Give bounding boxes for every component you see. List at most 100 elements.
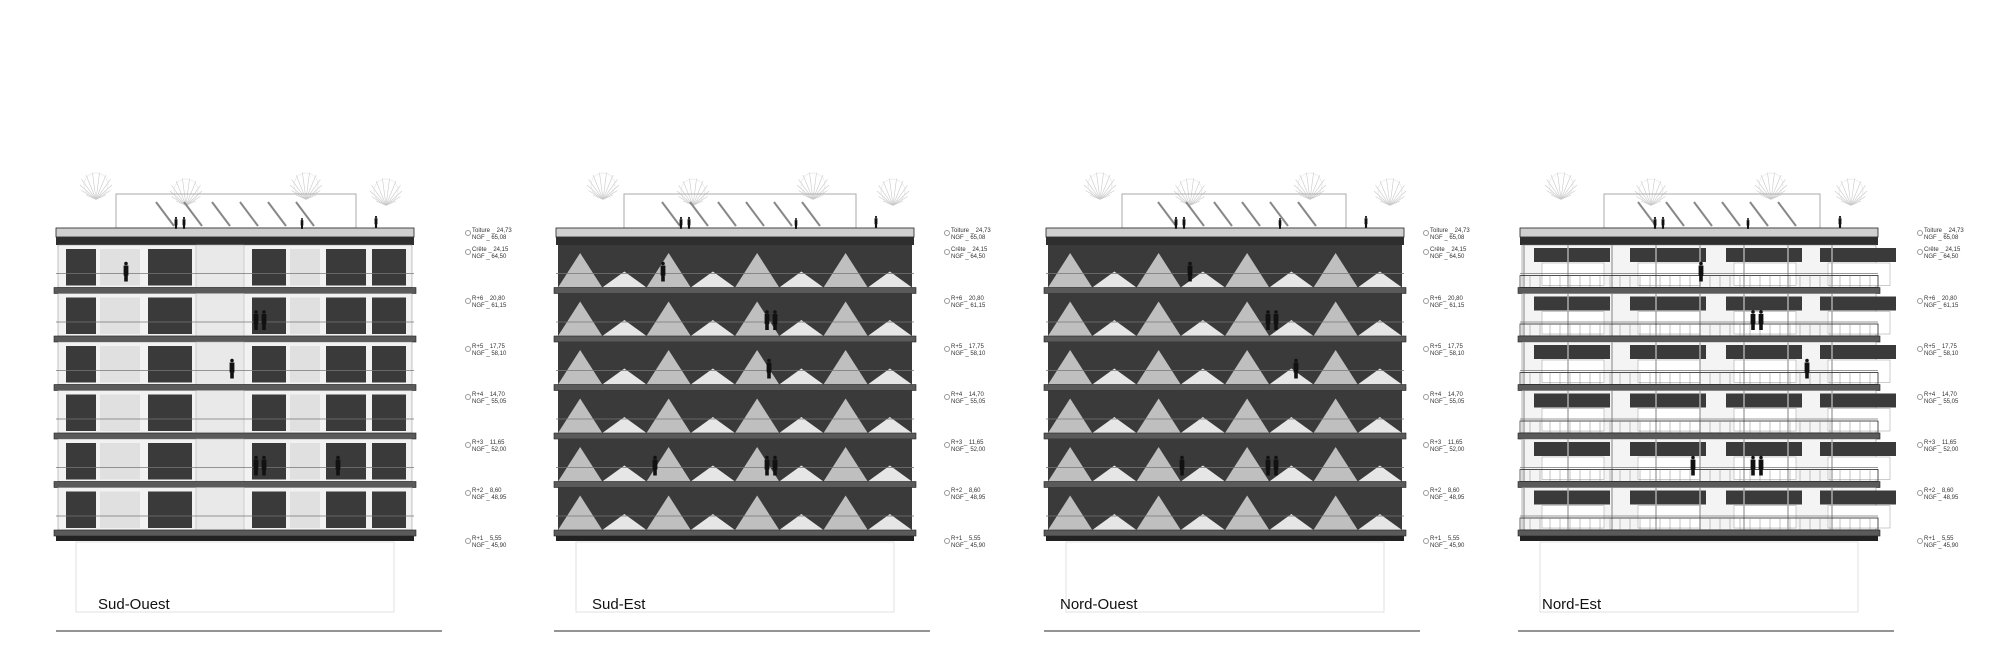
zigzag-panel bbox=[1269, 514, 1314, 530]
tree-branch bbox=[95, 184, 113, 200]
tree-branch bbox=[798, 190, 814, 200]
zigzag-panel bbox=[1048, 398, 1093, 433]
zigzag-panel bbox=[646, 253, 691, 288]
level-ngf: NGF _ 45,90 bbox=[1924, 543, 1959, 549]
zigzag-panel bbox=[1313, 253, 1358, 288]
window bbox=[1637, 311, 1701, 335]
tree-branch bbox=[1083, 184, 1101, 200]
person-legs bbox=[687, 224, 691, 229]
facade-drawing-nord-ouest bbox=[1043, 172, 1420, 632]
window bbox=[1733, 311, 1797, 335]
tree-crown bbox=[1087, 172, 1113, 198]
zigzag-panel bbox=[1048, 447, 1093, 482]
level-label: R+4 _ 14,70 bbox=[472, 392, 505, 398]
tree-branch bbox=[599, 172, 604, 200]
tree-branch bbox=[882, 180, 894, 206]
person-body bbox=[772, 314, 778, 324]
level-dot-icon bbox=[1917, 490, 1923, 496]
glass-panel bbox=[372, 249, 406, 286]
ground-slab bbox=[1046, 536, 1404, 541]
person-head bbox=[1274, 455, 1278, 460]
person-body bbox=[1273, 314, 1279, 324]
pergola-slat bbox=[773, 201, 793, 227]
tree-branch bbox=[1099, 174, 1111, 200]
floor-slab bbox=[53, 384, 417, 391]
tree-branch bbox=[1389, 190, 1407, 206]
tree-branch bbox=[1189, 178, 1194, 206]
glass-panel bbox=[326, 443, 366, 480]
tree-branch bbox=[796, 184, 814, 200]
zigzag-panel bbox=[1357, 465, 1402, 482]
pergola-slat bbox=[1241, 201, 1261, 227]
zigzag-panel bbox=[867, 417, 912, 433]
person-head bbox=[874, 215, 878, 219]
zigzag-panel bbox=[646, 301, 691, 336]
window-band bbox=[1534, 442, 1610, 456]
level-ngf: NGF _ 52,00 bbox=[1430, 447, 1465, 453]
level-ngf: NGF _ 48,95 bbox=[472, 495, 507, 501]
person-head bbox=[262, 310, 266, 314]
glass-panel bbox=[290, 491, 320, 528]
person-legs bbox=[1759, 469, 1763, 476]
person-body bbox=[335, 459, 341, 470]
tree-branch bbox=[689, 178, 694, 206]
tree-branch bbox=[602, 174, 614, 200]
tree-branch bbox=[812, 172, 817, 200]
window-band bbox=[1630, 393, 1706, 408]
window-band bbox=[1820, 393, 1896, 408]
person-body bbox=[772, 459, 778, 470]
person-body bbox=[874, 218, 878, 225]
tree-branch bbox=[169, 190, 187, 206]
tree-branch bbox=[1386, 178, 1391, 206]
level-dot-icon bbox=[1423, 230, 1429, 236]
window bbox=[1733, 262, 1797, 286]
floor-slab bbox=[1043, 335, 1407, 343]
window bbox=[1541, 456, 1605, 480]
level-ngf: NGF _ 55,05 bbox=[951, 399, 986, 405]
person-body bbox=[660, 265, 666, 276]
level-dot-icon bbox=[944, 346, 950, 352]
pergola-slat bbox=[239, 201, 259, 227]
level-ngf: NGF _ 64,50 bbox=[1430, 254, 1465, 260]
stair-core bbox=[195, 244, 245, 288]
level-label: R+6 _ 20,80 bbox=[951, 296, 984, 302]
level-dot-icon bbox=[465, 538, 471, 544]
pergola-slat bbox=[1777, 201, 1797, 227]
person-body bbox=[1182, 219, 1186, 226]
person-head bbox=[1188, 261, 1192, 266]
level-dot-icon bbox=[1917, 230, 1923, 236]
window bbox=[1827, 408, 1891, 432]
pergola-slat bbox=[267, 201, 287, 227]
person-body bbox=[1750, 314, 1756, 324]
tree-branch bbox=[305, 184, 323, 200]
zigzag-panel bbox=[1092, 514, 1137, 530]
person-body bbox=[261, 459, 267, 470]
window bbox=[1541, 311, 1605, 335]
person-head bbox=[1759, 310, 1763, 314]
level-ngf: NGF _ 48,95 bbox=[1430, 495, 1465, 501]
zigzag-panel bbox=[690, 514, 735, 530]
zigzag-panel bbox=[823, 495, 868, 530]
person-head bbox=[1691, 455, 1695, 460]
window-band bbox=[1726, 490, 1802, 505]
person-head bbox=[765, 310, 769, 314]
person-legs bbox=[262, 323, 266, 330]
level-dot-icon bbox=[1917, 394, 1923, 400]
tree-branch bbox=[305, 174, 317, 200]
level-dot-icon bbox=[944, 230, 950, 236]
level-label: Crête _ 24,15 bbox=[1924, 247, 1961, 253]
person-head bbox=[773, 310, 777, 314]
person-head bbox=[1266, 310, 1270, 314]
zigzag-panel bbox=[1136, 398, 1181, 433]
tree-branch bbox=[182, 178, 187, 206]
person-head bbox=[182, 216, 186, 220]
